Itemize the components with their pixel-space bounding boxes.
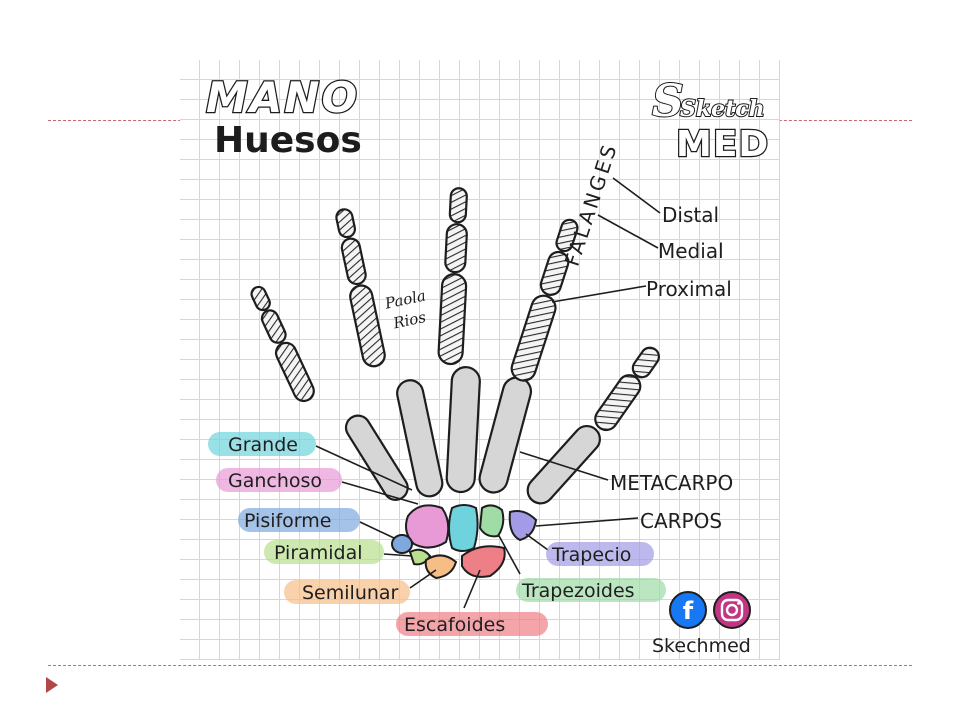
phalanx-distal <box>448 187 468 224</box>
facebook-glyph: f <box>683 597 694 625</box>
leader-semilunar <box>409 569 437 589</box>
highlight-trapezoides <box>516 578 666 602</box>
labels-right: FALANGES Distal Medial Proximal METACARP… <box>560 139 734 533</box>
label-ganchoso: Ganchoso <box>228 470 322 492</box>
finger-little <box>250 285 315 403</box>
label-metacarpo: METACARPO <box>610 471 733 495</box>
leader-trapezoides <box>497 533 521 575</box>
label-semilunar: Semilunar <box>302 582 399 604</box>
carpal-trapezoides <box>478 504 505 538</box>
leader-trapecio <box>525 533 549 551</box>
social-handle: Skechmed <box>652 635 751 657</box>
social-block: f Skechmed <box>652 591 751 657</box>
sketchmed-logo: S Sketch MED <box>651 75 770 166</box>
leader-pisiforme <box>359 521 395 539</box>
leader-metacarpo <box>519 451 609 481</box>
phalanx-distal <box>555 218 579 253</box>
label-trapezoides: Trapezoides <box>521 580 635 602</box>
carpal-bones <box>391 504 538 580</box>
leader-ganchoso <box>341 481 419 505</box>
label-falanges: FALANGES <box>560 139 623 269</box>
hand-diagram: MANO Huesos S Sketch MED Paola Rios <box>205 72 770 657</box>
finger-ring <box>335 208 386 368</box>
phalanx-proximal <box>594 374 642 432</box>
label-pisiforme: Pisiforme <box>244 510 332 532</box>
phalanx-medial <box>444 223 468 274</box>
phalanx-medial <box>539 250 570 296</box>
phalanges <box>250 187 661 432</box>
metacarpal-1 <box>526 424 601 505</box>
label-trapecio: Trapecio <box>551 544 631 566</box>
highlight-escafoides <box>396 612 548 636</box>
phalanx-proximal <box>274 341 315 403</box>
labels-highlighted: Grande Ganchoso Pisiforme Piramidal Semi… <box>208 432 666 636</box>
metacarpal-2 <box>478 376 533 494</box>
leader-proximal <box>551 285 647 303</box>
slide-rule-bottom <box>48 665 912 666</box>
metacarpal-5 <box>344 414 409 501</box>
phalanx-distal <box>335 208 356 239</box>
title-sub: Huesos <box>214 120 362 161</box>
carpal-pisiforme <box>391 534 413 554</box>
finger-middle <box>437 187 468 366</box>
phalanx-medial <box>340 237 367 286</box>
triangle-right-icon <box>46 677 58 693</box>
signature-last: Rios <box>391 308 428 333</box>
carpal-grande <box>448 504 479 552</box>
carpal-escafoides <box>461 545 506 578</box>
label-escafoides: Escafoides <box>404 614 505 636</box>
highlight-piramidal <box>264 540 384 564</box>
artist-signature: Paola Rios <box>382 287 428 333</box>
label-medial: Medial <box>658 239 724 263</box>
label-piramidal: Piramidal <box>274 542 363 564</box>
carpal-trapecio <box>508 510 538 542</box>
finger-thumb <box>594 346 661 432</box>
label-carpos: CARPOS <box>640 509 722 533</box>
title-main: MANO <box>206 73 359 122</box>
leader-distal <box>612 177 661 214</box>
leader-piramidal <box>383 553 413 557</box>
phalanx-proximal <box>437 273 468 366</box>
leader-escafoides <box>463 569 481 609</box>
metacarpals <box>344 366 601 505</box>
facebook-icon[interactable]: f <box>669 591 707 629</box>
phalanx-medial <box>260 309 287 344</box>
title: MANO Huesos <box>205 72 362 161</box>
finger-index <box>510 218 579 382</box>
leader-carpos <box>535 517 639 527</box>
instagram-icon[interactable] <box>713 591 751 629</box>
phalanx-proximal <box>349 284 386 368</box>
logo-script: Sketch <box>680 96 765 122</box>
highlight-semilunar <box>284 580 410 604</box>
highlight-pisiforme <box>238 508 360 532</box>
label-proximal: Proximal <box>646 277 732 301</box>
leader-lines <box>315 177 661 609</box>
logo-initial: S <box>652 76 684 127</box>
logo-word: MED <box>676 124 769 165</box>
hand-bones-illustration: MANO Huesos S Sketch MED Paola Rios <box>180 60 780 660</box>
leader-medial <box>597 214 659 249</box>
label-grande: Grande <box>228 434 298 456</box>
phalanx-proximal <box>510 294 557 382</box>
phalanx-distal <box>631 346 661 379</box>
leader-grande <box>315 445 413 491</box>
highlight-ganchoso <box>216 468 342 492</box>
metacarpal-4 <box>396 379 444 498</box>
highlight-grande <box>208 432 316 456</box>
label-distal: Distal <box>662 203 719 227</box>
metacarpal-3 <box>445 366 481 494</box>
phalanx-distal <box>250 285 271 312</box>
highlight-trapecio <box>546 542 654 566</box>
